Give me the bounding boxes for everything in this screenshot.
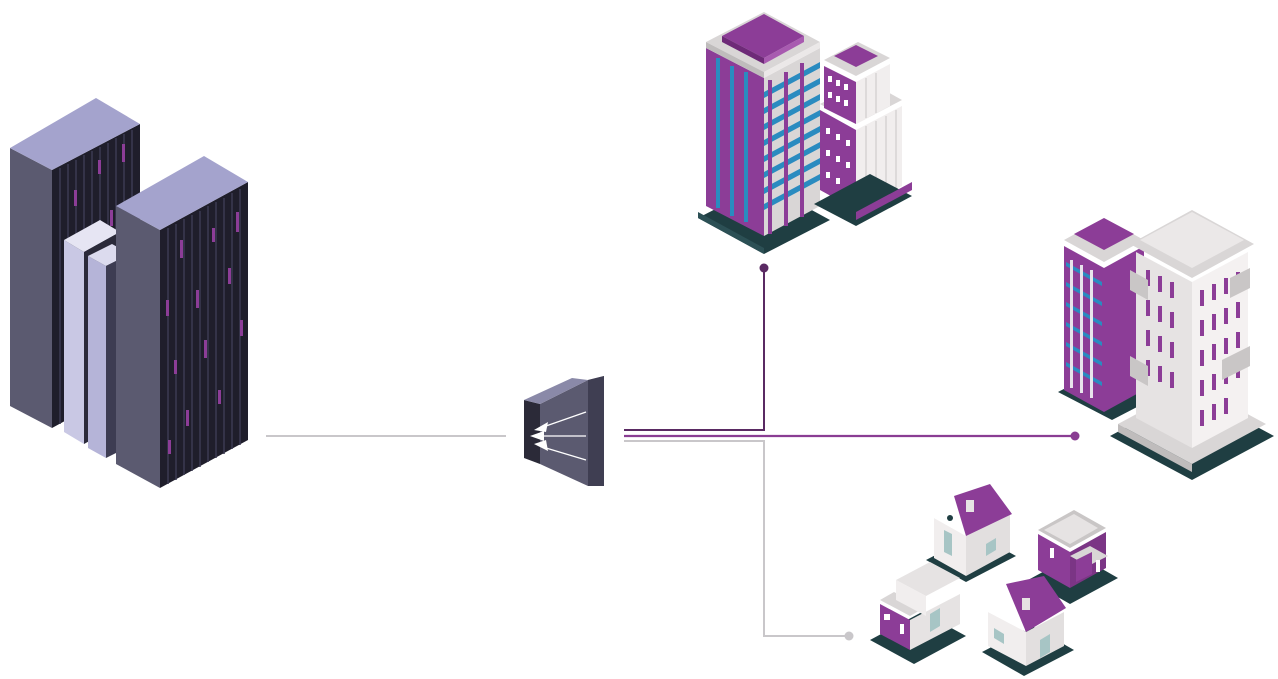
splitter-icon — [524, 376, 604, 486]
house-icon — [870, 562, 966, 664]
connection-lines — [266, 263, 1080, 641]
link-splitter-office — [624, 268, 765, 431]
link-endpoint-apartments — [1070, 431, 1080, 441]
office-building-icon — [698, 12, 912, 254]
houses-group — [870, 484, 1118, 676]
link-endpoint-office — [759, 263, 769, 273]
house-icon — [1028, 510, 1118, 604]
data-center — [10, 98, 248, 488]
server-rack-icon — [116, 156, 248, 488]
apartment-building-icon — [1058, 210, 1274, 480]
link-splitter-houses — [624, 440, 848, 637]
link-endpoint-houses — [844, 631, 854, 641]
house-icon — [926, 484, 1016, 582]
house-icon — [982, 576, 1074, 676]
